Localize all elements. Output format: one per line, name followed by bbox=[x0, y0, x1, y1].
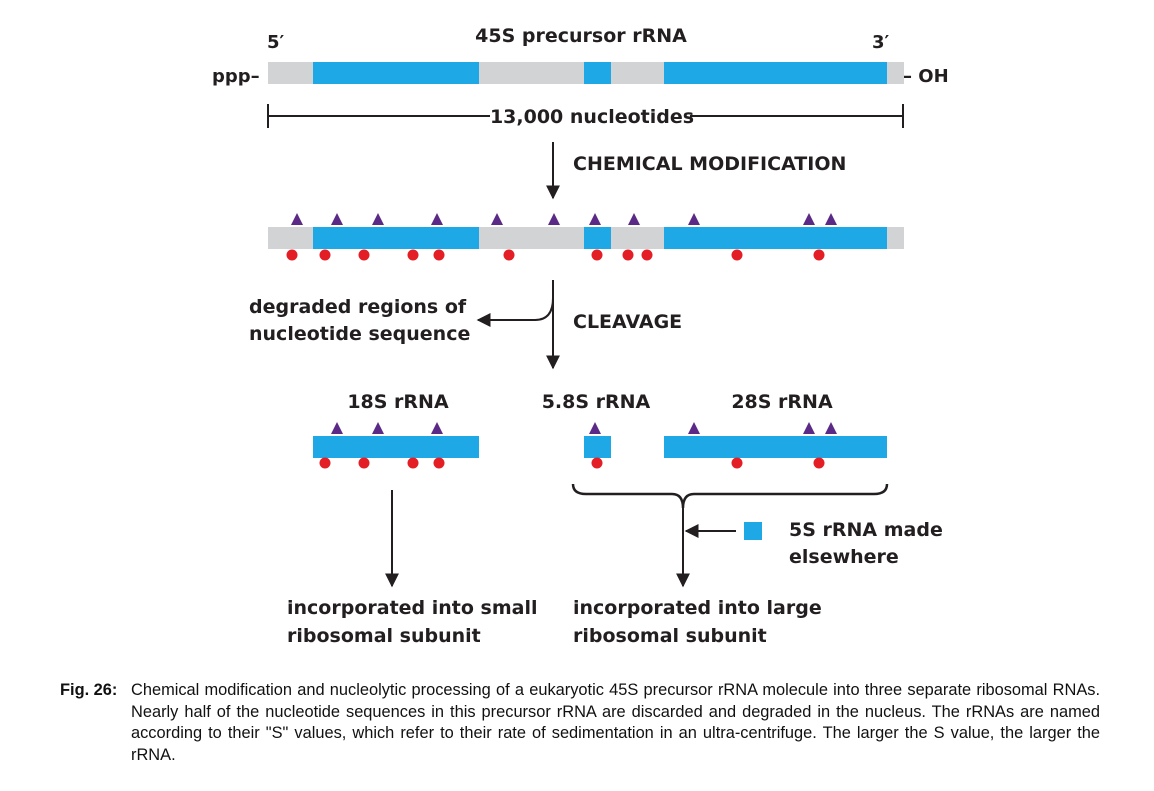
modified-precursor-bar bbox=[268, 227, 904, 249]
degraded-label-line1: degraded regions of bbox=[249, 296, 467, 318]
mature-58s-bar bbox=[584, 436, 611, 458]
rrna-18s-segment bbox=[313, 62, 479, 84]
precursor-title: 45S precursor rRNA bbox=[475, 25, 687, 47]
figure-caption: Fig. 26: Chemical modification and nucle… bbox=[60, 680, 1100, 766]
modification-dots-precursor bbox=[286, 249, 825, 261]
cleavage-label: CLEAVAGE bbox=[573, 311, 682, 333]
rrna-18s-label: 18S rRNA bbox=[347, 391, 449, 413]
rrna-28s-segment bbox=[664, 227, 887, 249]
rrna-5s-square bbox=[744, 522, 762, 540]
mature-28s-bar bbox=[664, 436, 887, 458]
chemical-modification-label: CHEMICAL MODIFICATION bbox=[573, 153, 846, 175]
rrna-58s-label: 5.8S rRNA bbox=[542, 391, 651, 413]
five-prime-label: 5′ bbox=[267, 32, 285, 53]
precursor-rrna-bar bbox=[268, 62, 904, 84]
rrna-5s-line1: 5S rRNA made bbox=[789, 519, 943, 541]
modification-triangles-precursor bbox=[291, 213, 837, 225]
rrna-28s-label: 28S rRNA bbox=[731, 391, 833, 413]
mature-18s-bar bbox=[313, 436, 479, 458]
degraded-label-line2: nucleotide sequence bbox=[249, 323, 470, 345]
rrna-58s-segment bbox=[584, 227, 611, 249]
length-label: 13,000 nucleotides bbox=[490, 106, 694, 128]
large-subunit-line1: incorporated into large bbox=[573, 597, 822, 619]
small-subunit-line2: ribosomal subunit bbox=[287, 625, 481, 647]
small-subunit-line1: incorporated into small bbox=[287, 597, 538, 619]
rrna-18s-segment bbox=[313, 227, 479, 249]
rrna-5s-line2: elsewhere bbox=[789, 546, 899, 568]
degraded-branch-arrow bbox=[476, 297, 554, 327]
length-scale-bar bbox=[267, 104, 904, 128]
rrna-28s-segment bbox=[664, 62, 887, 84]
three-prime-label: 3′ bbox=[872, 32, 890, 53]
oh-label: – OH bbox=[903, 66, 949, 87]
modification-triangles-mature bbox=[331, 422, 837, 434]
large-subunit-line2: ribosomal subunit bbox=[573, 625, 767, 647]
ppp-label: ppp– bbox=[212, 66, 260, 87]
rrna-processing-diagram: 45S precursor rRNA 5′ 3′ ppp– – OH 13,00… bbox=[212, 25, 949, 647]
rrna-58s-segment bbox=[584, 62, 611, 84]
modification-dots-mature bbox=[319, 457, 825, 469]
figure-caption-text: Chemical modification and nucleolytic pr… bbox=[131, 681, 1100, 764]
large-subunit-brace bbox=[571, 483, 889, 509]
figure-label: Fig. 26: bbox=[60, 681, 118, 699]
